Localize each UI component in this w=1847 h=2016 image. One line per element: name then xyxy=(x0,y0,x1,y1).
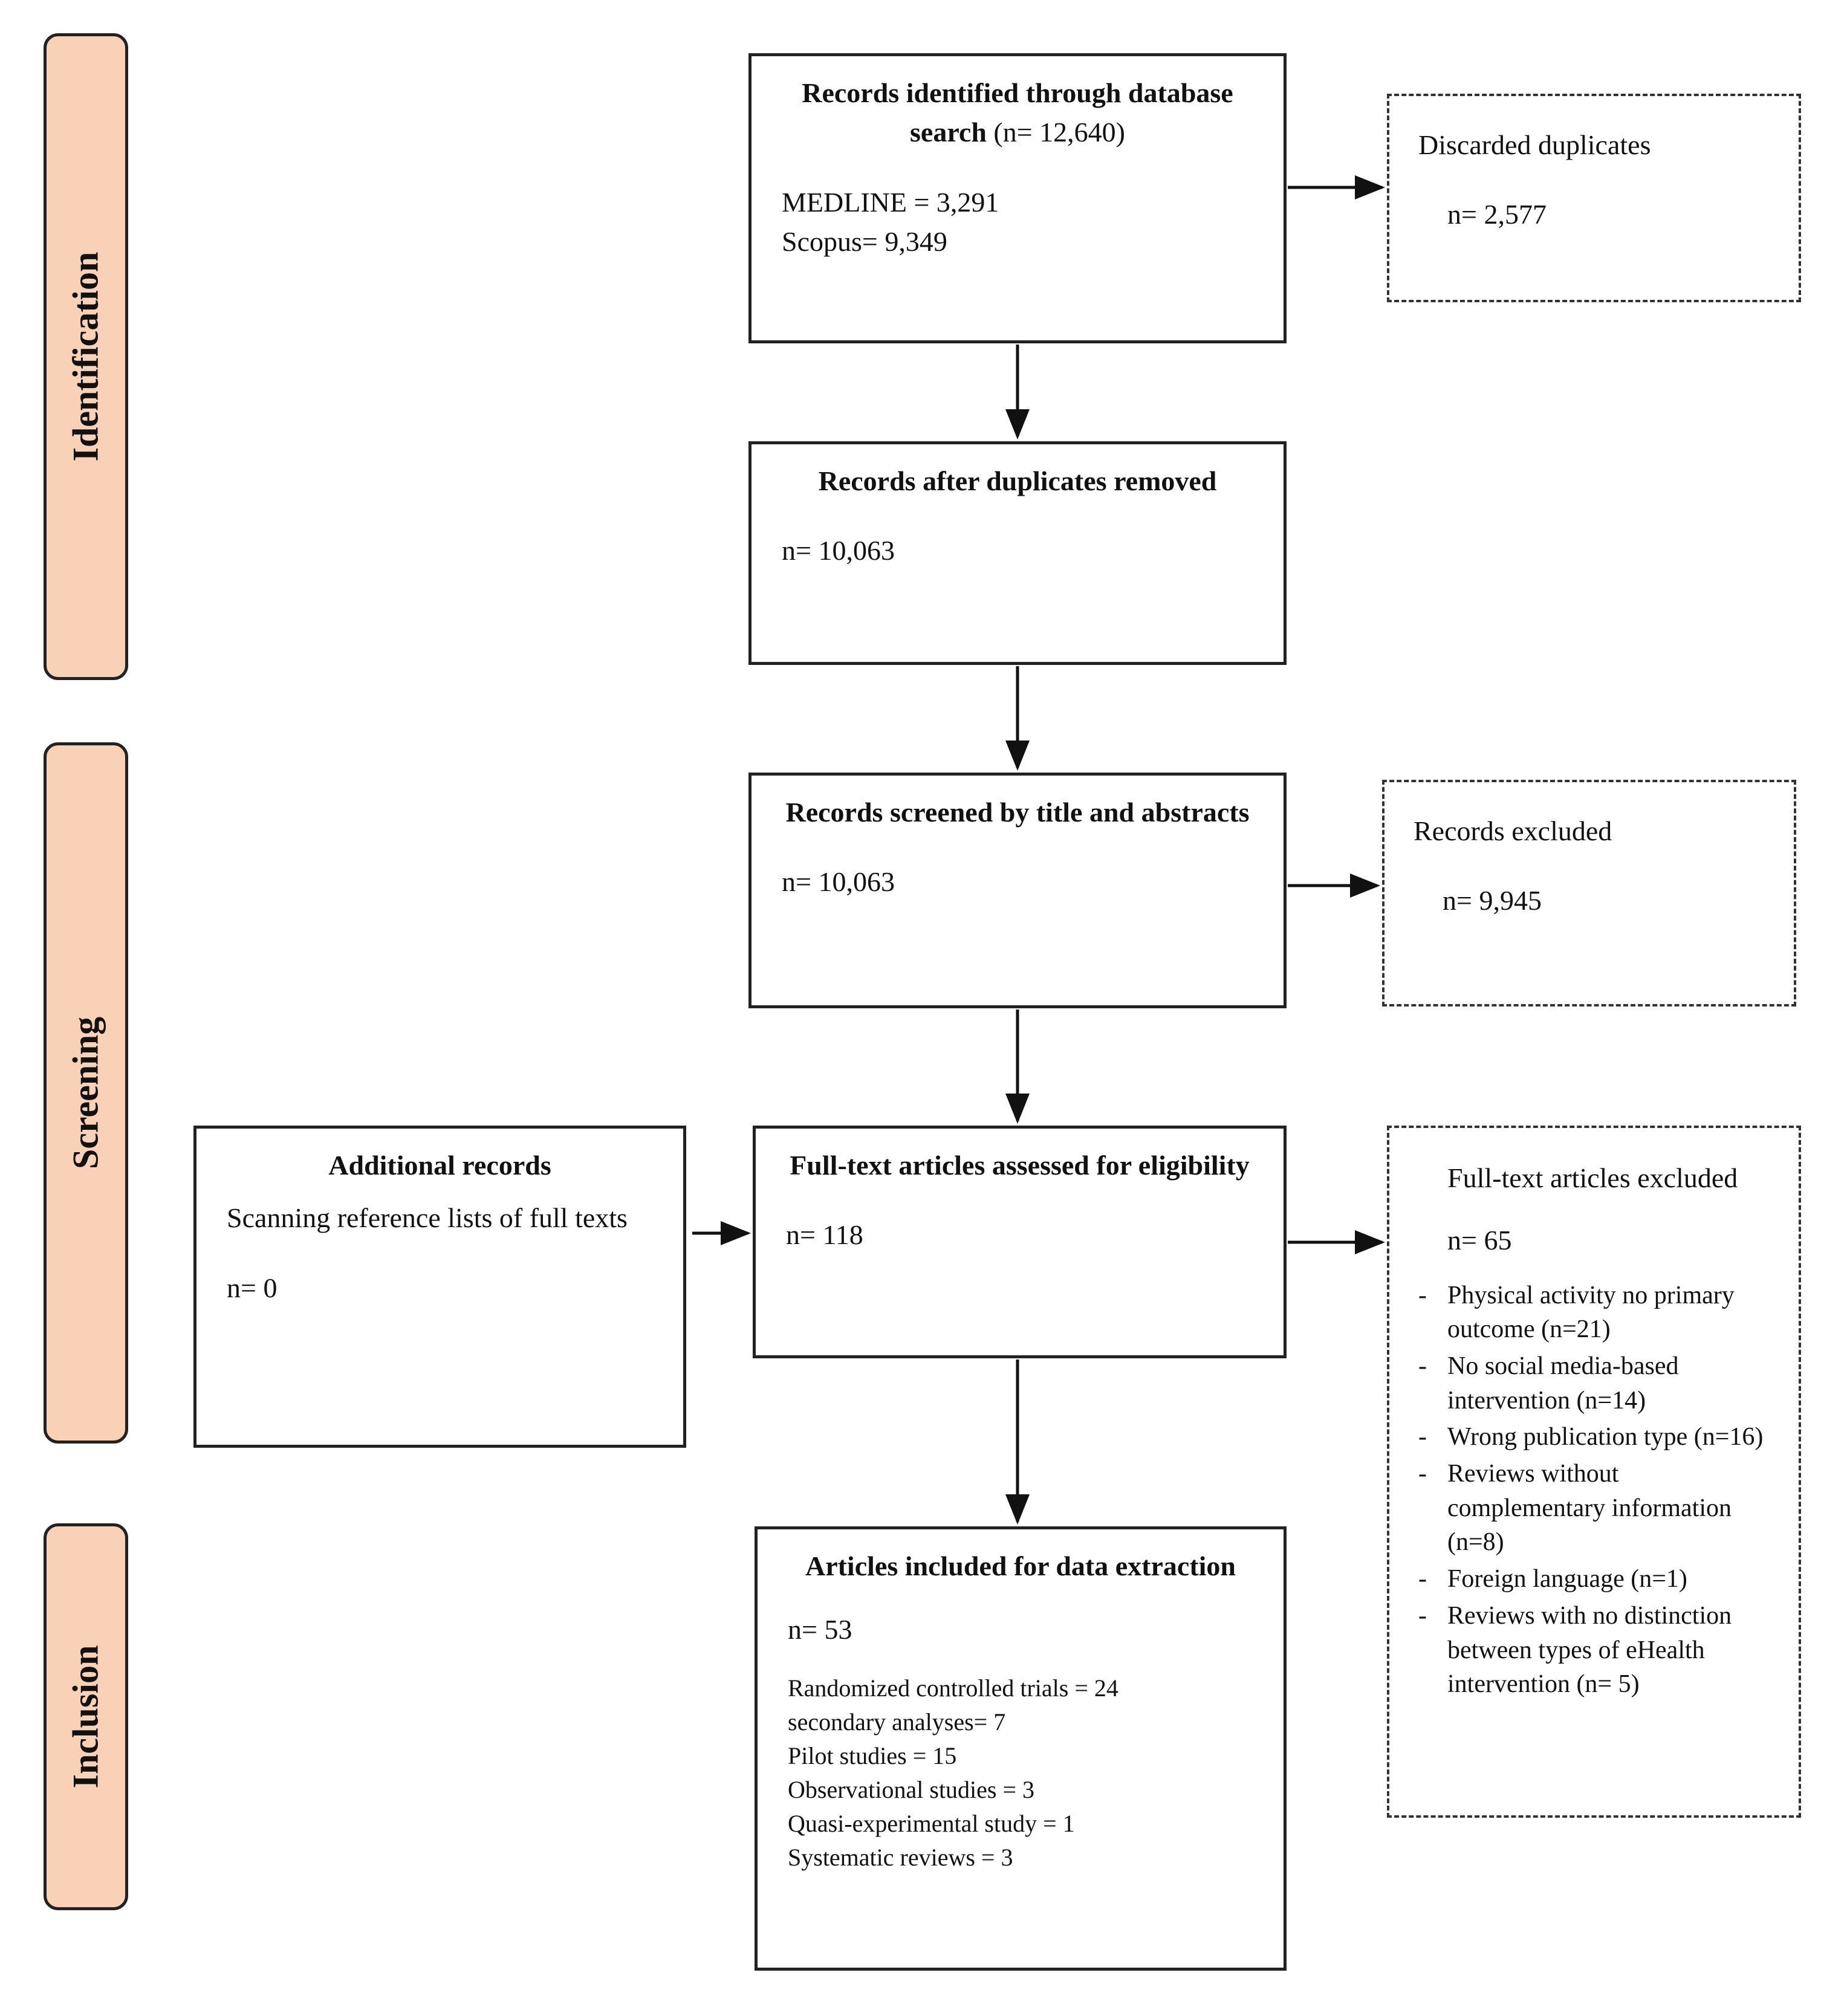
phase-identification: Identification xyxy=(44,33,128,680)
box-title: Articles included for data extraction xyxy=(805,1551,1236,1581)
list-item: Foreign language (n=1) xyxy=(1418,1562,1774,1596)
box-count: n= 10,063 xyxy=(782,866,895,898)
phase-screening: Screening xyxy=(44,742,128,1444)
phase-inclusion: Inclusion xyxy=(44,1523,128,1910)
box-count: n= 118 xyxy=(786,1219,863,1251)
records-excluded-box: Records excluded n= 9,945 xyxy=(1382,780,1796,1006)
list-item: Wrong publication type (n=16) xyxy=(1418,1420,1774,1454)
study-type-systematic: Systematic reviews = 3 xyxy=(788,1843,1013,1871)
list-item: Reviews with no distinction between type… xyxy=(1418,1599,1774,1702)
medline-count: MEDLINE = 3,291 xyxy=(782,186,999,218)
box-title: Records after duplicates removed xyxy=(818,465,1217,496)
discarded-duplicates-box: Discarded duplicates n= 2,577 xyxy=(1387,94,1801,302)
additional-records-box: Additional records Scanning reference li… xyxy=(193,1126,686,1448)
fulltext-assessed-box: Full-text articles assessed for eligibil… xyxy=(753,1126,1287,1358)
fulltext-excluded-box: Full-text articles excluded n= 65 Physic… xyxy=(1387,1126,1801,1818)
study-type-observational: Observational studies = 3 xyxy=(788,1775,1035,1803)
study-type-quasi: Quasi-experimental study = 1 xyxy=(788,1809,1075,1837)
list-item: No social media-based intervention (n=14… xyxy=(1418,1349,1774,1418)
box-count: (n= 12,640) xyxy=(993,117,1125,148)
box-title: Full-text articles assessed for eligibil… xyxy=(790,1150,1250,1181)
box-title: Records excluded xyxy=(1414,815,1612,846)
box-title: Discarded duplicates xyxy=(1418,129,1651,160)
box-title: Records screened by title and abstracts xyxy=(785,797,1250,828)
box-count: n= 10,063 xyxy=(782,535,895,566)
box-count: n= 53 xyxy=(788,1614,852,1645)
records-after-duplicates-box: Records after duplicates removed n= 10,0… xyxy=(748,441,1287,665)
box-count: n= 2,577 xyxy=(1447,199,1547,230)
study-type-secondary: secondary analyses= 7 xyxy=(788,1708,1006,1736)
articles-included-box: Articles included for data extraction n=… xyxy=(755,1526,1287,1971)
records-identified-box: Records identified through database sear… xyxy=(748,53,1287,343)
box-title: Full-text articles excluded xyxy=(1447,1162,1738,1193)
exclusion-reasons-list: Physical activity no primary outcome (n=… xyxy=(1418,1279,1774,1702)
box-count: n= 65 xyxy=(1447,1225,1512,1256)
box-count: n= 0 xyxy=(227,1272,278,1303)
box-title: Records identified through database sear… xyxy=(802,77,1233,148)
study-type-pilot: Pilot studies = 15 xyxy=(788,1742,957,1769)
study-type-rct: Randomized controlled trials = 24 xyxy=(788,1674,1118,1702)
box-title: Additional records xyxy=(328,1150,551,1181)
records-screened-box: Records screened by title and abstracts … xyxy=(748,773,1287,1008)
scopus-count: Scopus= 9,349 xyxy=(782,225,947,257)
list-item: Physical activity no primary outcome (n=… xyxy=(1418,1279,1774,1347)
list-item: Reviews without complementary informatio… xyxy=(1418,1457,1774,1560)
box-description: Scanning reference lists of full texts xyxy=(227,1202,628,1234)
box-count: n= 9,945 xyxy=(1443,885,1542,916)
